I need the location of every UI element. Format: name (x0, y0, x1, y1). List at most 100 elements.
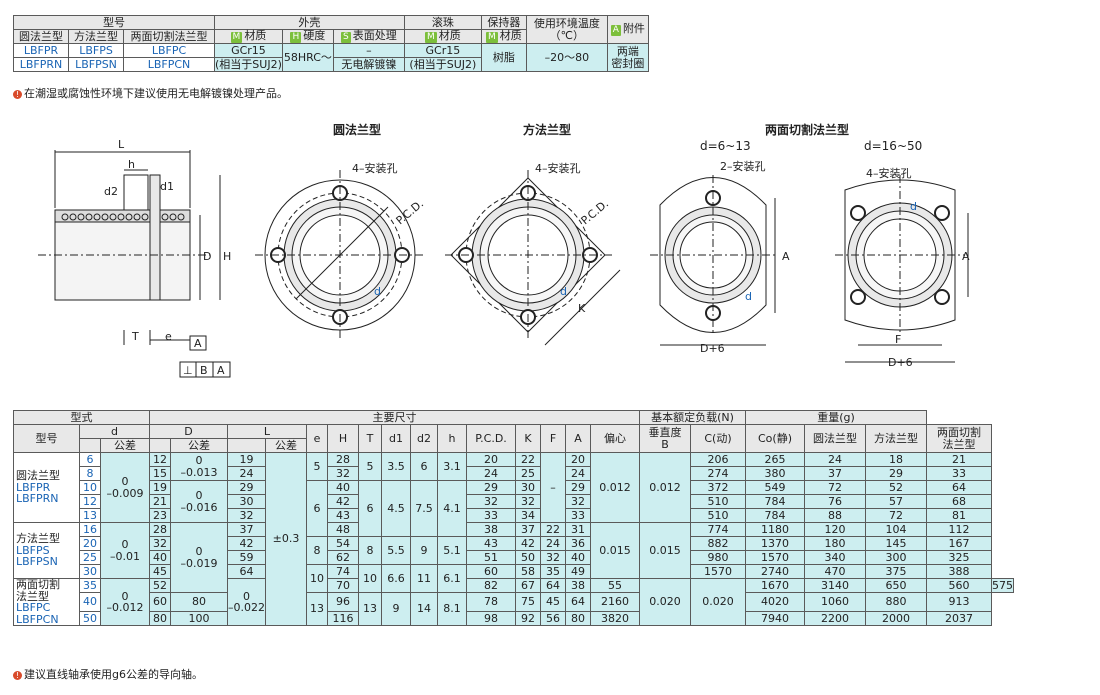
K-header: K (515, 424, 541, 453)
H-value: 62 (327, 550, 359, 565)
w-square-value: 145 (865, 536, 927, 551)
e-value: 10 (306, 564, 328, 593)
c-stat-value: 1180 (745, 522, 805, 537)
dim-T: T (131, 330, 139, 343)
H-value: 116 (327, 611, 359, 627)
round-holes-label: 4–安装孔 (352, 161, 398, 175)
H-value: 40 (327, 480, 359, 495)
env-temp-header: 使用环境温度（℃） (525, 15, 608, 44)
L-value: 19 (227, 452, 266, 467)
A-value: 64 (565, 591, 591, 613)
d1-value: 4.5 (381, 480, 411, 537)
ball-material-value: GCr15 (403, 43, 482, 58)
w-round-value: 76 (804, 494, 866, 509)
pcd-value: 24 (466, 466, 516, 481)
weight-header: 重量(g) (745, 410, 927, 425)
c-stat-value: 4020 (745, 591, 805, 613)
d-header: d (79, 424, 150, 439)
d-value: 25 (79, 550, 101, 565)
e-value: 13 (306, 591, 328, 627)
cut-small-D6-label: D+6 (700, 342, 725, 355)
D-value: 23 (149, 508, 171, 523)
A-value: 36 (565, 536, 591, 551)
d2-value: 7.5 (410, 480, 438, 537)
H-value: 43 (327, 508, 359, 523)
h-header: h (437, 424, 467, 453)
w-cut-value: 33 (926, 466, 992, 481)
w-square-value: 29 (865, 466, 927, 481)
technical-drawings: L h d2 d1 D H T e A ⊥ B A 4–安装孔 P.C.D. d… (38, 138, 970, 378)
datum-A: A (194, 337, 202, 350)
c-stat-value: 7940 (745, 611, 805, 627)
w-cut-value: 913 (926, 591, 992, 613)
D-tol-value: 0–0.016 (170, 480, 228, 523)
e-value: 5 (306, 452, 328, 481)
L-tol-value: ±0.3 (265, 451, 307, 627)
c-dyn-value: 510 (690, 508, 746, 523)
H-value: 54 (327, 536, 359, 551)
dim-D: D (203, 250, 211, 263)
K-value: 32 (515, 494, 541, 509)
pcd-value: 60 (466, 564, 516, 579)
c-stat-value: 784 (745, 508, 805, 523)
T-value: 13 (358, 591, 382, 627)
d1-value: 3.5 (381, 452, 411, 481)
w-cut-value: 81 (926, 508, 992, 523)
L-tol-header: 公差 (265, 438, 307, 453)
round-flange-view (255, 170, 425, 340)
A-value: 49 (565, 564, 591, 579)
dim-e: e (165, 330, 172, 343)
e-value: 6 (306, 480, 328, 537)
square-pcd-label: P.C.D. (579, 197, 612, 227)
w-round-header: 圆法兰型 (804, 424, 866, 453)
A-value: 31 (565, 522, 591, 537)
square-title: 方法兰型 (523, 123, 572, 137)
L-value: 37 (227, 522, 266, 537)
T-header: T (358, 424, 382, 453)
w-cut-header: 两面切割法兰型 (926, 424, 992, 453)
w-square-value: 72 (865, 508, 927, 523)
d2-value: 14 (410, 591, 438, 627)
c-dyn-value: 274 (690, 466, 746, 481)
main-dims-header: 主要尺寸 (149, 410, 640, 425)
model-square-2: LBFPSN (68, 57, 124, 72)
w-square-value: 104 (865, 522, 927, 537)
d2-value: 11 (410, 564, 438, 593)
d-value: 8 (79, 466, 101, 481)
D-value: 19 (149, 480, 171, 495)
w-cut-value: 575 (991, 578, 1014, 593)
h-value: 4.1 (437, 480, 467, 537)
w-round-value: 340 (804, 550, 866, 565)
h-value: 5.1 (437, 536, 467, 565)
type-header: 型式 (13, 410, 150, 425)
w-round-value: 180 (804, 536, 866, 551)
perp-value: 0.012 (639, 452, 691, 523)
L-value: 42 (227, 536, 266, 551)
A-value: 33 (565, 508, 591, 523)
d-value: 40 (79, 591, 101, 613)
dim-d2: d2 (104, 185, 118, 198)
d-value: 13 (79, 508, 101, 523)
cut-large-holes-label: 4–安装孔 (866, 166, 912, 180)
D-value: 15 (149, 466, 171, 481)
model-cut-2: LBFPCN (123, 57, 215, 72)
shell-hardness-value: 58HRC～ (281, 43, 334, 72)
temp-range-value: –20～80 (525, 43, 608, 72)
H-value: 28 (327, 452, 359, 467)
c-stat-value: 1370 (745, 536, 805, 551)
ball-row (61, 213, 185, 221)
c-stat-value: 265 (745, 452, 805, 467)
ecc-value: 0.012 (590, 452, 640, 523)
perp-A: A (217, 364, 225, 377)
F-value: 32 (540, 550, 566, 565)
L-value: 64 (227, 564, 266, 579)
surface-alt-value: 无电解镀镍 (332, 57, 405, 72)
F-value: 38 (565, 578, 591, 593)
F-value: 56 (540, 611, 566, 627)
d-tol-header: 公差 (100, 438, 150, 453)
square-flange-view (445, 170, 621, 346)
